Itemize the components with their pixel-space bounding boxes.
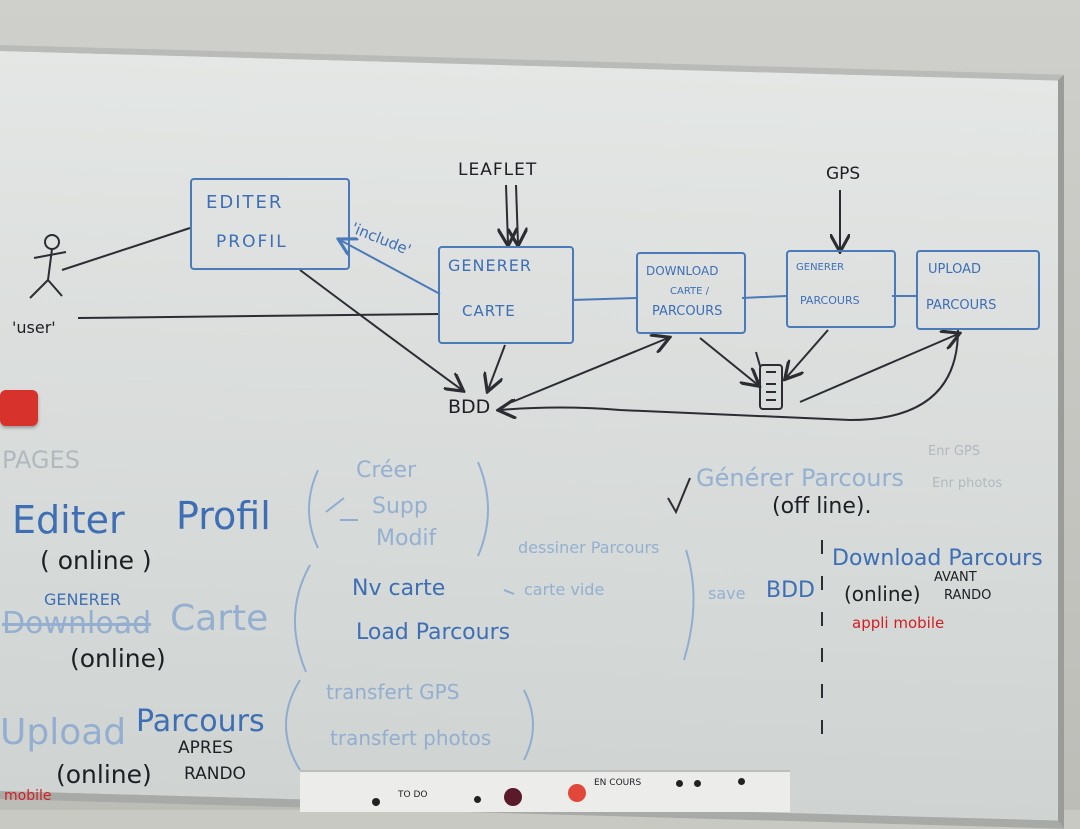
editer-profil-line1: EDITER (206, 192, 284, 213)
eraser (0, 390, 38, 426)
mobile-note: mobile (4, 788, 52, 804)
magnet-red (568, 784, 586, 802)
modif-note: Modif (376, 526, 437, 551)
nv-carte-note: Nv carte (352, 576, 446, 601)
magnet-black (694, 780, 701, 787)
transfert-gps-note: transfert GPS (326, 680, 460, 704)
online-note-3: (online) (56, 760, 152, 789)
generer-note: GENERER (44, 590, 121, 609)
upload-line2: PARCOURS (926, 298, 997, 313)
box-generer-carte (438, 246, 574, 344)
generer-parcours-line2: PARCOURS (800, 294, 860, 307)
pages-label: PAGES (2, 446, 80, 474)
online-note-1: ( online ) (40, 546, 152, 575)
gps-label: GPS (826, 164, 861, 184)
download-line3: PARCOURS (652, 304, 723, 319)
download-line2: CARTE / (670, 286, 710, 297)
generer-parcours-line1: GENERER (796, 262, 845, 273)
magnet-black (372, 798, 380, 806)
magnet-black (474, 796, 481, 803)
transfert-photos-note: transfert photos (330, 726, 492, 750)
rando-note-1: RANDO (184, 764, 246, 784)
online-note-4: (online) (844, 582, 921, 606)
actor-label: 'user' (12, 318, 56, 337)
en-cours-label: EN COURS (594, 778, 642, 788)
bdd-label: BDD (448, 396, 491, 418)
editer-profil-line2: PROFIL (216, 232, 288, 252)
download-parcours-note: Download Parcours (832, 546, 1043, 571)
todo-label: TO DO (398, 790, 428, 800)
supp-note: Supp (372, 494, 428, 519)
online-note-2: (online) (70, 644, 166, 673)
generer-carte-line2: CARTE (462, 302, 516, 320)
upload-line1: UPLOAD (928, 262, 982, 277)
enr-gps-note: Enr GPS (928, 444, 981, 459)
editer-note: Editer (12, 498, 125, 542)
bdd-note: BDD (766, 578, 815, 603)
download-struck-note: Download (2, 606, 152, 641)
diagram-connectors (29, 184, 1080, 771)
magnet-dark-red (504, 788, 522, 806)
carte-vide-note: carte vide (524, 580, 605, 599)
magnet-black (676, 780, 683, 787)
load-parcours-note: Load Parcours (356, 620, 511, 645)
upload-note: Upload (0, 712, 127, 753)
box-generer-parcours (786, 250, 896, 328)
profil-note: Profil (176, 494, 271, 538)
offline-note: (off line). (772, 494, 872, 519)
box-download-carte-parcours (636, 252, 746, 334)
marker-tray (300, 770, 790, 812)
parcours-note: Parcours (136, 704, 265, 739)
enr-photos-note: Enr photos (932, 476, 1003, 491)
carte-note: Carte (170, 598, 269, 639)
magnet-black (738, 778, 745, 785)
dessiner-parcours-note: dessiner Parcours (518, 538, 660, 557)
generer-carte-line1: GENERER (448, 256, 532, 275)
leaflet-label: LEAFLET (458, 160, 538, 180)
save-note: save (708, 584, 746, 603)
apres-note: APRES (178, 738, 234, 758)
box-upload-parcours (916, 250, 1040, 330)
box-editer-profil (190, 178, 350, 270)
generer-parcours-note: Générer Parcours (696, 464, 904, 492)
creer-note: Créer (356, 458, 417, 483)
avant-note: AVANT (934, 570, 977, 585)
download-line1: DOWNLOAD (646, 264, 719, 278)
rando-note-2: RANDO (944, 588, 992, 603)
appli-mobile-note: appli mobile (852, 614, 945, 632)
